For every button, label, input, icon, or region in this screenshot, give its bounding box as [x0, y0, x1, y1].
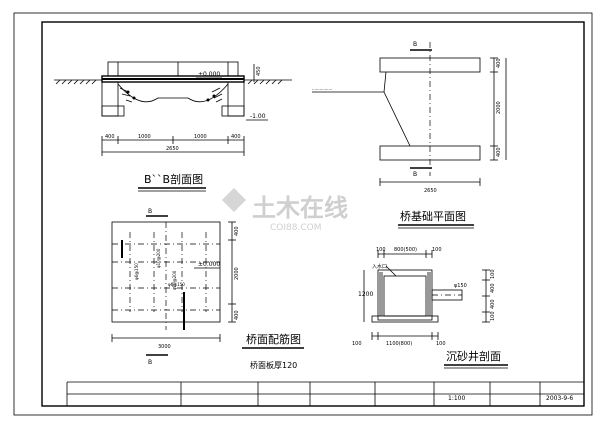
- well-top-dim-2: 800(500): [394, 247, 417, 253]
- watermark-logo-icon: [222, 188, 246, 212]
- rebar-label-1: φ6@150: [134, 263, 139, 280]
- sheet-border-inner: [41, 21, 585, 407]
- well-right-dim-3: 400: [490, 299, 496, 309]
- plan-leader-text: ················: [312, 87, 332, 92]
- well-inlet-label: 入水口: [372, 263, 387, 270]
- rebar-label-2: φ10@200: [156, 248, 161, 268]
- well-section-title: 沉砂井剖面: [446, 349, 501, 363]
- well-base: [371, 315, 439, 323]
- plan-dim-right-1: 400: [496, 58, 502, 68]
- bb-dim-1: 400: [105, 134, 115, 140]
- bb-dim-2: 1000: [138, 134, 151, 140]
- date-text: 2003-9-6: [546, 395, 573, 402]
- well-left-dim: 1200: [358, 291, 373, 298]
- rebar-label-3: φ10@200: [172, 270, 177, 290]
- deck-section-mark-top: B: [148, 208, 152, 215]
- deck-total-dim: 3000: [158, 344, 171, 350]
- well-top-dim-3: 100: [432, 247, 442, 253]
- well-pipe-label: φ150: [454, 283, 467, 289]
- plan-section-mark-top: B: [413, 41, 417, 48]
- railing: [107, 61, 239, 77]
- section-bb-title: B``B剖面图: [144, 172, 203, 186]
- deck-reinforcement-subtitle: 桥面板厚120: [250, 360, 297, 370]
- section-bb-view: ±0.000 -1.00 450 400 1000 1000 400 2650 …: [54, 61, 292, 192]
- watermark-site: COI88.COM: [270, 223, 321, 233]
- deck-section-mark-bottom: B: [148, 359, 152, 366]
- deck-reinforcement-view: φ6@150 φ10@200 φ10@200 φ6@150 ±0.000 B B…: [111, 208, 304, 370]
- bb-total: 2650: [166, 146, 179, 152]
- watermark: 土木在线 COI88.COM: [222, 188, 348, 233]
- watermark-brand: 土木在线: [252, 194, 348, 222]
- well-top-dim-1: 100: [376, 247, 386, 253]
- plan-total-dim: 2650: [424, 188, 437, 194]
- deck-elev: ±0.000: [198, 261, 220, 268]
- well-right-dim-2: 400: [490, 283, 496, 293]
- well-bottom-dim-1: 100: [352, 341, 362, 347]
- well-right-dim-4: 100: [490, 311, 496, 321]
- sheet-border-outer: [13, 12, 593, 416]
- abutment-left: [101, 81, 119, 117]
- well-section-view: 入水口 φ150 100 800(500) 100 1200 100 1100(…: [352, 247, 508, 369]
- deck-dim-right-2: 2000: [234, 267, 240, 280]
- well-bottom-dim-3: 100: [436, 341, 446, 347]
- title-block: 1:100 2003-9-6: [66, 381, 584, 406]
- deck-reinforcement-title: 桥面配筋图: [246, 332, 301, 346]
- elev-bottom: -1.00: [250, 113, 266, 120]
- plan-dim-right-3: 400: [496, 147, 502, 157]
- deck-dim-right-3: 400: [234, 310, 240, 320]
- abutment-right: [227, 81, 245, 117]
- bb-dim-3: 1000: [194, 134, 207, 140]
- deck-dim-right-1: 400: [234, 226, 240, 236]
- plan-section-mark-bottom: B: [413, 171, 417, 178]
- well-right-dim-1: 100: [490, 269, 496, 279]
- rebar-label-4: φ6@150: [168, 282, 185, 287]
- foundation-plan-title: 桥基础平面图: [400, 210, 466, 223]
- bb-dim-4: 400: [231, 134, 241, 140]
- well-outline: [377, 269, 433, 321]
- foundation-plan-view: B B ················ 400 2000 400 2650 桥…: [312, 41, 507, 229]
- plan-dim-right-2: 2000: [496, 101, 502, 114]
- well-bottom-dim-2: 1100(800): [386, 341, 412, 347]
- elev-top: ±0.000: [198, 71, 220, 78]
- bb-side-dim: 450: [256, 66, 262, 76]
- scale-text: 1:100: [448, 395, 465, 402]
